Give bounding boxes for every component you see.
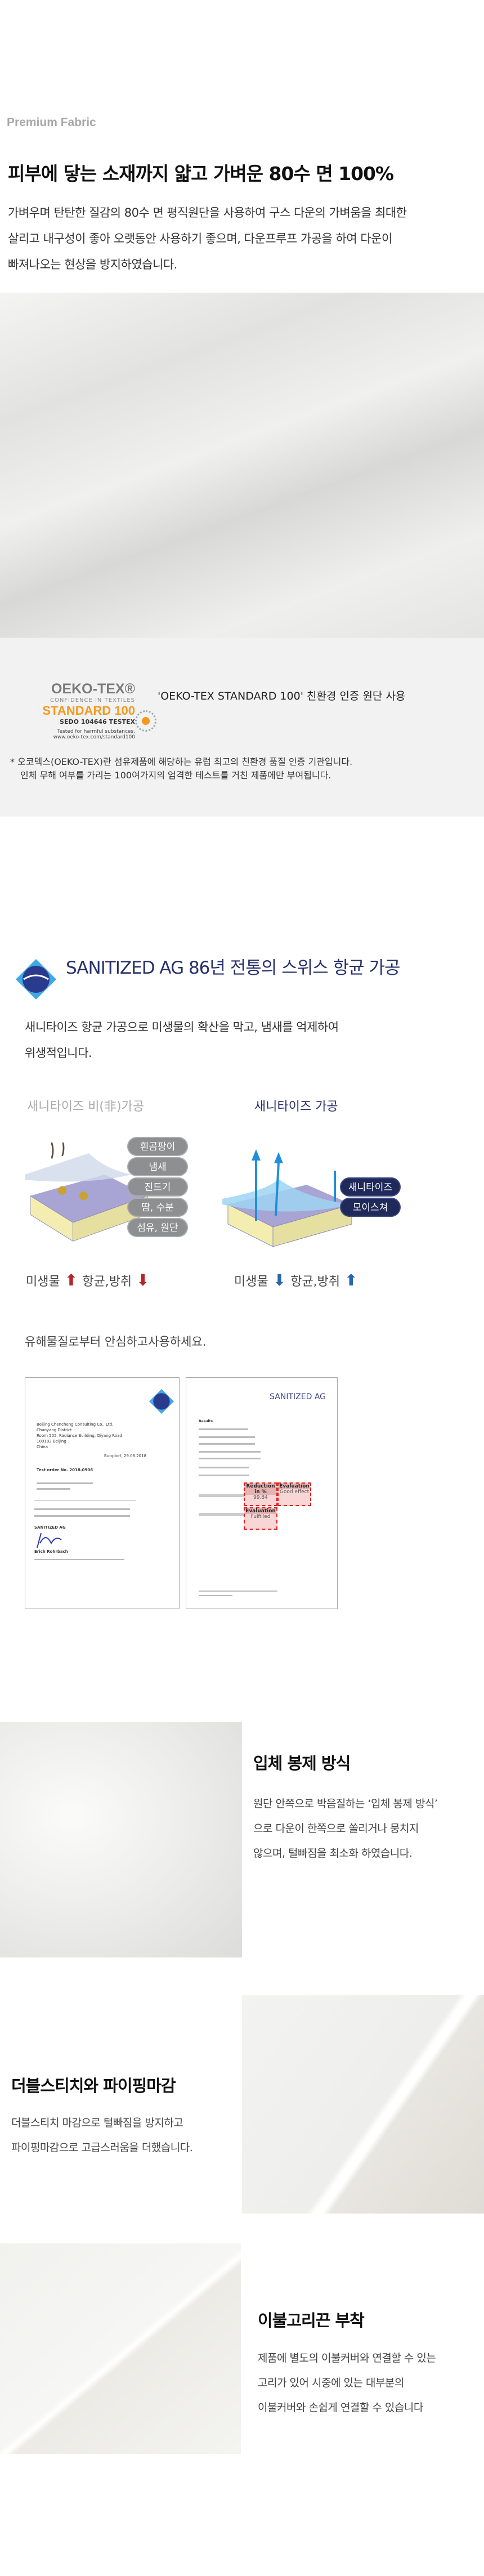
duvet-loop-photo [0,2243,241,2454]
text-line: 가벼우며 탄탄한 질감의 80수 면 평직원단을 사용하여 구스 다운의 가벼움… [8,206,407,219]
oeko-tex-panel [0,638,484,817]
cert-results: Results [199,1419,213,1423]
note-line: 인체 무해 여부를 가리는 100여가지의 엄격한 테스트를 거친 제품에만 부… [20,770,331,781]
pill-mites: 진드기 [127,1177,188,1197]
fabric-closeup-photo [0,293,484,638]
feature-title: 입체 봉제 방식 [253,1754,351,1773]
pill-sanitized: 새니타이즈 [340,1177,401,1197]
signature-icon [37,1533,62,1548]
logo-tagline: CONFIDENCE IN TEXTILES [50,697,135,704]
oeko-tex-logo: OEKO-TEX® CONFIDENCE IN TEXTILES STANDAR… [17,681,135,740]
logo-tested: Tested for harmful substances. [57,729,135,734]
oeko-note: * 오코텍스(OEKO-TEX)란 섬유제품에 해당하는 유럽 최고의 친환경 … [10,755,472,782]
untreated-label: 새니타이즈 비(非)가공 [27,1100,145,1114]
cert-company: SANITIZED AG [34,1525,66,1530]
treated-label: 새니타이즈 가공 [254,1100,338,1114]
safety-text: 유해물질로부터 안심하고사용하세요. [25,1335,207,1349]
quilted-duvet-photo [0,1722,242,1957]
logo-url: www.oeko-tex.com/standard100 [53,734,135,740]
cert-brand: SANITIZED AG [270,1392,326,1401]
pill-sweat: 땀, 수분 [127,1198,188,1217]
microbes-label: 미생물 [26,1274,60,1289]
oeko-headline: 'OEKO-TEX STANDARD 100' 친환경 인증 원단 사용 [158,690,406,702]
pill-mold: 흰곰팡이 [127,1137,188,1156]
cert-address: Beijing Chencheng Consulting Co., Ltd.Ch… [37,1422,122,1449]
arrow-down-icon: ⬇ [136,1271,150,1289]
logo-standard: STANDARD 100 [42,704,135,718]
sanitized-logo-icon [149,1389,174,1414]
sanitized-description: 새니타이즈 항균 가공으로 미생물의 확산을 막고, 냄새를 억제하여 위생적입… [25,1014,339,1066]
feature-description: 원단 안쪽으로 박음질하는 ‘입체 봉제 방식’으로 다운이 한쪽으로 쏠리거나… [253,1798,438,1860]
arrow-down-icon: ⬇ [272,1271,286,1289]
certificate-page-2: SANITIZED AG Results Reduction in %99.84… [186,1377,338,1609]
pill-odor: 냄새 [127,1157,188,1176]
certificate-page-1: Beijing Chencheng Consulting Co., Ltd.Ch… [25,1377,180,1609]
untreated-effect-row: 미생물 ⬆ 항균,방취 ⬇ [26,1271,150,1289]
treated-effect-row: 미생물 ⬇ 항균,방취 ⬆ [234,1271,358,1289]
fabric-description: 가벼우며 탄탄한 질감의 80수 면 평직원단을 사용하여 구스 다운의 가벼움… [8,200,481,277]
sanitized-title: SANITIZED AG 86년 전통의 스위스 항균 가공 [66,958,401,978]
treated-fabric-diagram [222,1149,352,1247]
fabric-title: 피부에 닿는 소재까지 얇고 가벼운 80수 면 100% [8,163,394,185]
antibacterial-label: 항균,방취 [82,1274,132,1289]
pill-moisture: 모이스쳐 [340,1198,401,1217]
arrow-up-icon: ⬆ [344,1271,358,1289]
untreated-fabric-diagram [25,1143,148,1242]
reduction-cell: Reduction in %99.84 [244,1482,277,1506]
antibacterial-label: 항균,방취 [290,1274,340,1289]
feature-title: 이불고리끈 부착 [258,2311,365,2330]
text-line: 빠져나오는 현상을 방지하였습니다. [8,258,177,271]
sanitized-logo-icon [16,959,56,1000]
logo-brand: OEKO-TEX® [51,681,135,697]
oeko-globe-icon [135,710,156,732]
text-line: 살리고 내구성이 좋아 오랫동안 사용하기 좋으며, 다운프루프 가공을 하여 … [8,232,392,245]
section-eyebrow: Premium Fabric [7,116,96,129]
text-line: 새니타이즈 항균 가공으로 미생물의 확산을 막고, 냄새를 억제하여 [25,1020,339,1034]
cert-signer: Erich Rohrbach [34,1549,68,1554]
piping-closeup-photo [242,1995,484,2214]
cert-date: Burgdorf, 29.08.2018 [104,1454,147,1458]
arrow-up-icon: ⬆ [64,1271,78,1289]
pill-fiber: 섬유, 원단 [127,1218,188,1237]
logo-code: SEDO 104646 TESTEX [60,718,135,725]
text-line: 위생적입니다. [25,1046,92,1060]
note-line: * 오코텍스(OEKO-TEX)란 섬유제품에 해당하는 유럽 최고의 친환경 … [10,756,353,767]
microbes-label: 미생물 [234,1274,268,1289]
feature-title: 더블스티치와 파이핑마감 [11,2076,176,2095]
cert-order: Test order No. 2018-0906 [37,1468,93,1472]
